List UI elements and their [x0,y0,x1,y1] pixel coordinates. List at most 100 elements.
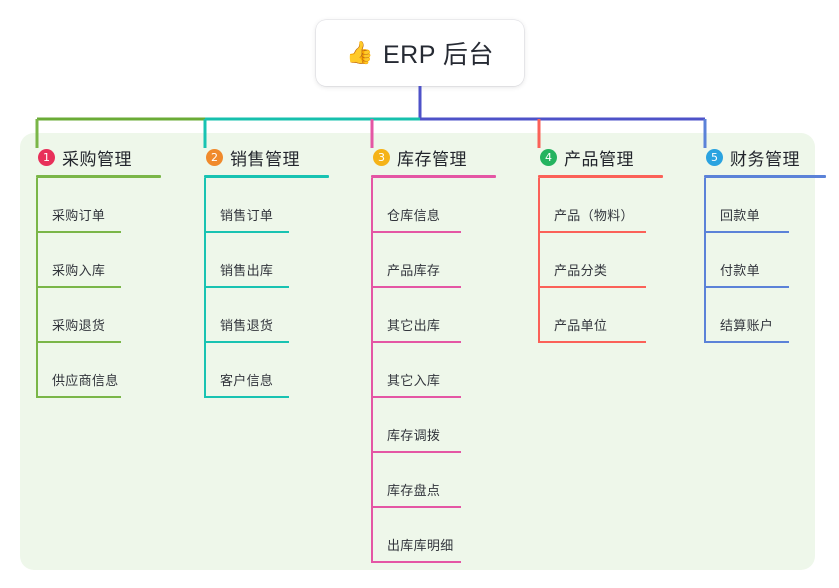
leaf-item[interactable]: 客户信息 [190,343,350,398]
leaf-item-label: 产品库存 [387,263,441,278]
leaf-item[interactable]: 结算账户 [690,288,839,343]
branch-header-sales[interactable]: 2 销售管理 [190,145,350,169]
branch-title-product: 产品管理 [564,149,634,169]
root-node-erp-backend[interactable]: 👍 ERP 后台 [316,20,524,86]
branch-underline-inventory [371,175,496,178]
root-node-text: ERP 后台 [383,41,494,69]
branch-spine-inventory [371,178,373,563]
leaf-item-label: 库存调拨 [387,428,441,443]
leaf-item-label: 销售订单 [220,208,274,223]
branch-underline-product [538,175,663,178]
leaf-item[interactable]: 出库库明细 [357,508,522,563]
branch-underline-sales [204,175,329,178]
branch-number-badge-purchase: 1 [38,148,55,166]
leaf-item[interactable]: 采购订单 [22,178,182,233]
leaf-item[interactable]: 产品（物料） [524,178,689,233]
leaf-item-underline [371,286,461,288]
leaf-item-underline [371,231,461,233]
leaf-item-underline [204,231,289,233]
leaf-item[interactable]: 其它入库 [357,343,522,398]
leaf-item[interactable]: 产品分类 [524,233,689,288]
leaf-item-underline [371,396,461,398]
leaf-item[interactable]: 付款单 [690,233,839,288]
leaf-item[interactable]: 其它出库 [357,288,522,343]
branch-header-inventory[interactable]: 3 库存管理 [357,145,522,169]
leaf-item-label: 仓库信息 [387,208,441,223]
branch-title-purchase: 采购管理 [62,149,132,169]
leaf-item-underline [704,231,789,233]
leaf-item-label: 其它出库 [387,318,441,333]
branch-title-inventory: 库存管理 [397,149,467,169]
branch-title-finance: 财务管理 [730,149,800,169]
leaf-item[interactable]: 销售订单 [190,178,350,233]
leaf-item[interactable]: 仓库信息 [357,178,522,233]
thumbs-up-icon: 👍 [346,40,374,65]
leaf-item-label: 供应商信息 [52,373,119,388]
branch-column-purchase: 1 采购管理采购订单采购入库采购退货供应商信息 [22,145,182,398]
branch-title-sales: 销售管理 [230,149,300,169]
leaf-item-underline [371,451,461,453]
leaf-item-label: 库存盘点 [387,483,441,498]
leaf-item-label: 销售退货 [220,318,274,333]
leaf-item-underline [704,341,789,343]
leaf-item-underline [204,286,289,288]
leaf-item[interactable]: 回款单 [690,178,839,233]
leaf-item-label: 出库库明细 [387,538,454,553]
leaf-item-underline [704,286,789,288]
branch-underline-purchase [36,175,161,178]
leaf-item-underline [204,396,289,398]
branch-header-purchase[interactable]: 1 采购管理 [22,145,182,169]
leaf-item-underline [371,341,461,343]
branch-number-badge-inventory: 3 [373,148,390,166]
branch-column-finance: 5 财务管理回款单付款单结算账户 [690,145,839,343]
branch-spine-finance [704,178,706,343]
branch-underline-finance [704,175,826,178]
leaf-item-label: 产品分类 [554,263,608,278]
branch-column-inventory: 3 库存管理仓库信息产品库存其它出库其它入库库存调拨库存盘点出库库明细 [357,145,522,563]
branch-items-purchase: 采购订单采购入库采购退货供应商信息 [22,178,182,398]
leaf-item-underline [538,231,646,233]
leaf-item-underline [371,561,461,563]
leaf-item-label: 销售出库 [220,263,274,278]
root-node-label: 👍 ERP 后台 [346,35,494,71]
leaf-item-label: 回款单 [720,208,760,223]
leaf-item[interactable]: 产品库存 [357,233,522,288]
leaf-item-label: 采购入库 [52,263,106,278]
leaf-item[interactable]: 采购退货 [22,288,182,343]
branch-column-product: 4 产品管理产品（物料） 产品分类产品单位 [524,145,689,343]
branch-header-finance[interactable]: 5 财务管理 [690,145,839,169]
leaf-item-underline [204,341,289,343]
leaf-item[interactable]: 库存调拨 [357,398,522,453]
leaf-item-label: 采购退货 [52,318,106,333]
branch-spine-sales [204,178,206,398]
leaf-item-label: 结算账户 [720,318,774,333]
leaf-item-label: 产品单位 [554,318,608,333]
branch-spine-product [538,178,540,343]
leaf-item-label: 客户信息 [220,373,274,388]
leaf-item[interactable]: 销售出库 [190,233,350,288]
leaf-item-label: 其它入库 [387,373,441,388]
branch-items-product: 产品（物料） 产品分类产品单位 [524,178,689,343]
leaf-item[interactable]: 供应商信息 [22,343,182,398]
leaf-item-underline [36,396,121,398]
branch-number-badge-sales: 2 [206,148,223,166]
leaf-item-label: 采购订单 [52,208,106,223]
leaf-item-label: 付款单 [720,263,760,278]
leaf-item-underline [36,286,121,288]
leaf-item-underline [36,231,121,233]
leaf-item-underline [371,506,461,508]
branch-number-badge-product: 4 [540,148,557,166]
branch-items-finance: 回款单付款单结算账户 [690,178,839,343]
leaf-item[interactable]: 采购入库 [22,233,182,288]
branch-column-sales: 2 销售管理销售订单销售出库销售退货客户信息 [190,145,350,398]
branch-header-product[interactable]: 4 产品管理 [524,145,689,169]
leaf-item-label: 产品（物料） [554,208,634,223]
branch-number-badge-finance: 5 [706,148,723,166]
leaf-item[interactable]: 库存盘点 [357,453,522,508]
leaf-item[interactable]: 销售退货 [190,288,350,343]
branch-spine-purchase [36,178,38,398]
leaf-item-underline [36,341,121,343]
leaf-item[interactable]: 产品单位 [524,288,689,343]
branch-items-inventory: 仓库信息产品库存其它出库其它入库库存调拨库存盘点出库库明细 [357,178,522,563]
leaf-item-underline [538,341,646,343]
